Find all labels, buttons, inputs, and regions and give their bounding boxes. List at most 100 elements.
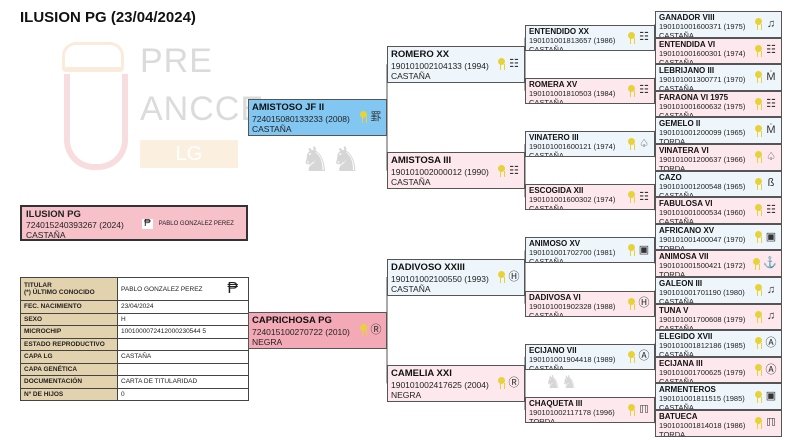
circle-r-brand-icon: Ⓡ [508,377,520,390]
a-crown-brand-icon: ♤ [766,150,776,163]
info-label: FEC. NACIMIENTO [20,300,118,314]
horse-id: 190101002117178 (1996) [529,408,615,417]
horse-id: 190101001814018 (1986) [659,421,746,430]
award-ribbon-icon [755,284,762,297]
award-ribbon-icon [628,297,635,310]
info-value-cell [117,362,249,376]
horse-color: CASTAÑA [391,70,431,81]
info-label: SEXO [20,312,118,326]
horse-color: CASTAÑA [529,257,564,264]
horses-watermark-icon: ♞♞ [545,372,578,392]
ladder-brand-icon: ☷ [639,190,649,203]
a-crown-brand-icon: ♤ [639,137,649,150]
circle-note-brand-icon: ♫ [766,310,776,323]
award-ribbon-icon [755,310,762,323]
horse-id: 190101001500421 (1972) [659,261,746,271]
award-ribbon-icon [755,124,762,137]
horse-color: TORDA [659,270,686,277]
horse-color: CASTAÑA [391,177,431,188]
horse-id: 190101001701190 (1980) [659,288,745,297]
subject-horse-card[interactable]: ILUSION PG 724015240393267 (2024) CASTAÑ… [20,205,248,241]
horse-id: 190101001700625 (1979) [659,367,746,377]
award-ribbon-icon [498,377,505,390]
award-ribbon-icon [628,191,635,204]
award-ribbon-icon [755,417,762,430]
horse-id: 190101001300771 (1970) [659,75,746,85]
horse-color: CASTAÑA [659,376,694,384]
horse-id: 724015100270722 (2010) [252,326,350,337]
award-ribbon-icon [498,58,505,71]
horse-name: ENTENDIDO XX [529,26,590,36]
horse-name: FABULOSA VI [659,199,713,209]
horse-id: 190101001902328 (1988) [529,301,616,311]
horse-id: 190101001600121 (1974) [529,142,616,151]
horse-color: CASTAÑA [529,363,564,370]
logo-text-lg: LG [140,140,238,168]
horse-color: CASTAÑA [659,31,694,38]
horse-id: 190101001000534 (1960) [659,208,746,218]
horse-color: CASTAÑA [529,44,564,51]
info-label: ESTADO REPRODUCTIVO [20,337,118,351]
crown-icon [62,42,124,72]
ladder-brand-icon: ☷ [639,31,649,44]
circle-a-brand-icon: Ⓐ [765,363,777,376]
jm-brand-icon: ℿ [639,403,649,416]
award-ribbon-icon [755,204,762,217]
horse-name: DADIVOSO XXIII [391,261,465,273]
award-ribbon-icon [360,324,367,337]
info-value: 23/04/2024 [121,303,154,311]
horse-name: AMISTOSO JF II [252,101,325,113]
info-value-cell: H [117,312,249,326]
horse-name: CAZO [659,172,682,182]
award-ribbon-icon [628,84,635,97]
horse-color: CASTAÑA [659,190,694,198]
horse-color: CASTAÑA [529,151,564,157]
horse-name: LEBRIJANO III [659,66,715,76]
award-ribbon-icon [755,98,762,111]
horse-name: ECIJANO VII [529,345,577,355]
horses-watermark-icon: ♞♞ [300,141,361,179]
horse-name: ILUSION PG [26,209,81,220]
horse-name: GANADOR VIII [659,13,715,22]
circle-h-brand-icon: Ⓗ [638,297,650,310]
info-value-cell: 0 [117,387,249,401]
horse-name: CAMELIA XXI [391,367,452,379]
horse-name: GEMELO II [659,119,701,129]
m-brand-icon: Ṁ [766,70,776,83]
info-value-cell: CASTAÑA [117,350,249,364]
award-ribbon-icon [498,271,505,283]
ladder-brand-icon: ☷ [639,84,649,97]
info-label: MICROCHIP [20,325,118,339]
